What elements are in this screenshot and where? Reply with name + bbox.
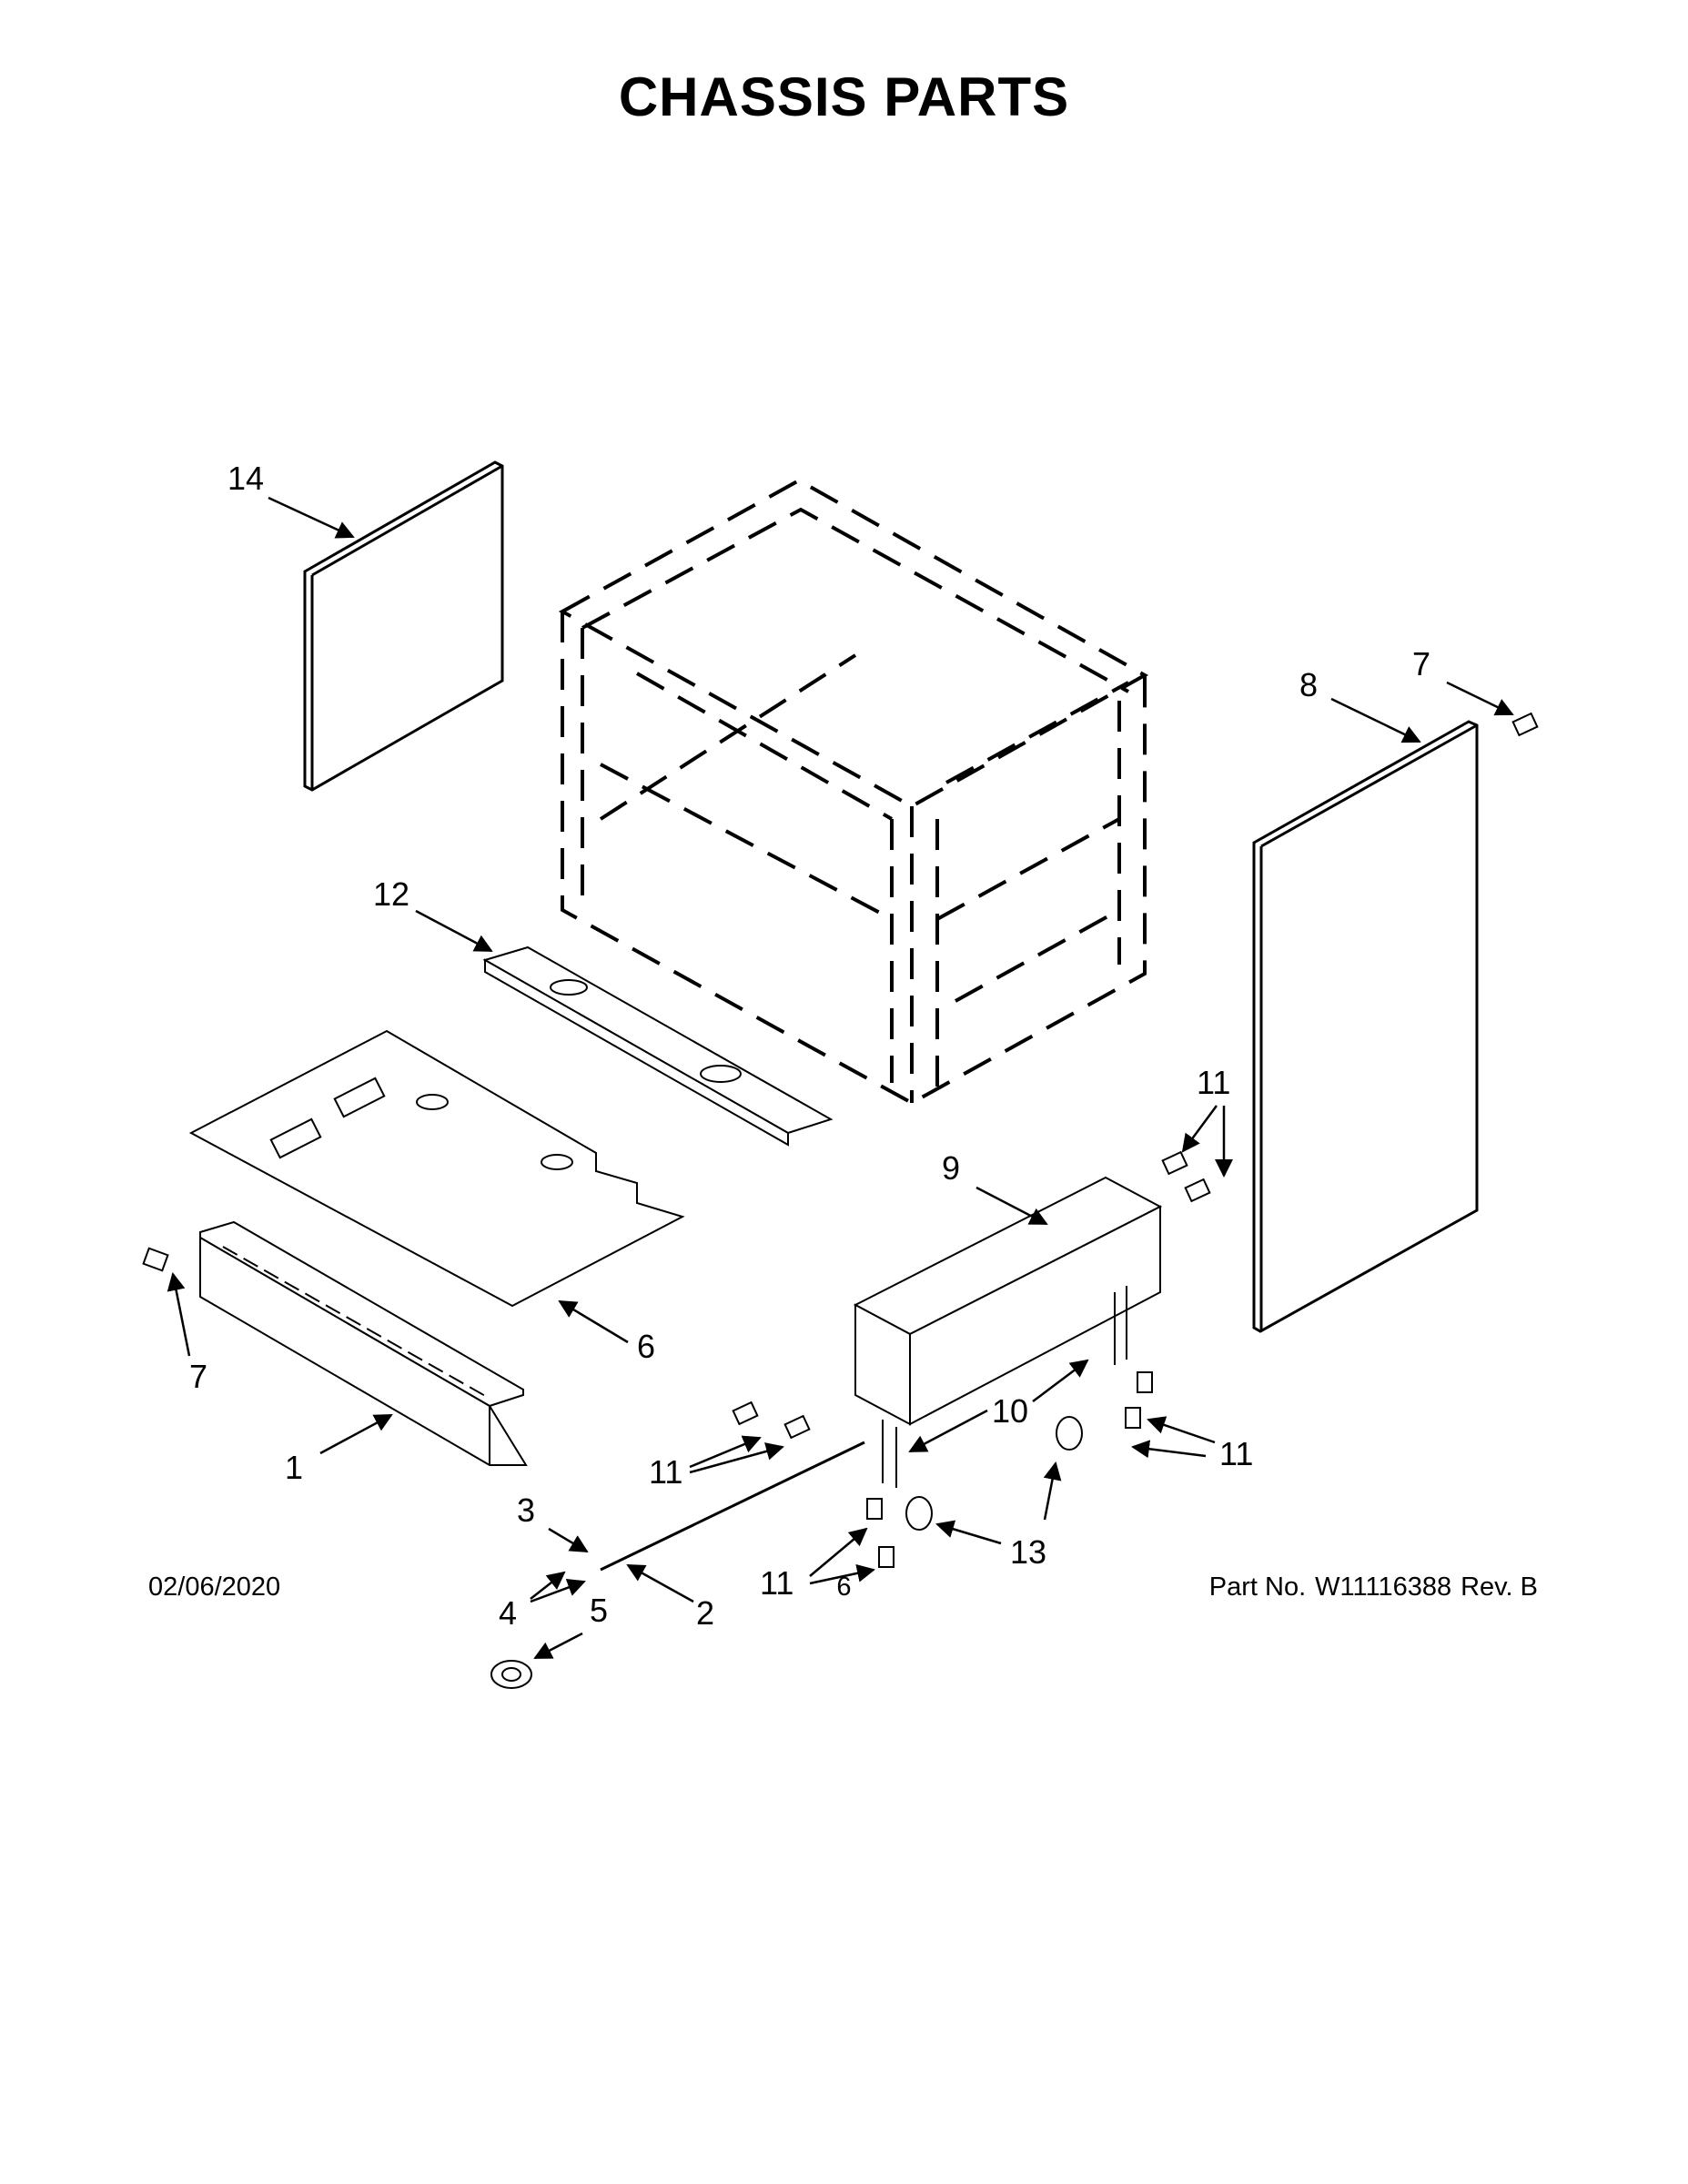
callout-13: 13 [1010, 1533, 1046, 1571]
callout-8: 8 [1299, 666, 1318, 703]
leveling-wheel-part-5 [490, 1660, 532, 1689]
bottom-plate-part-6 [188, 1029, 685, 1308]
callout-11-b: 11 [649, 1453, 682, 1491]
callout-11-a: 11 [1197, 1064, 1230, 1101]
callout-4: 4 [499, 1594, 517, 1632]
part-number-value: W11116388 [1315, 1572, 1452, 1602]
part-number-label: Part No. [1208, 1572, 1307, 1602]
oven-cavity-dashed-outline [558, 478, 1149, 1106]
screw-hardware [142, 712, 1539, 1568]
leveling-base-part-9 [853, 1176, 1163, 1488]
rod-part-2 [600, 1441, 865, 1572]
front-rail-part-12 [482, 945, 834, 1147]
footer-page-number: 6 [836, 1572, 852, 1602]
callout-12: 12 [373, 875, 409, 913]
callout-3: 3 [517, 1491, 535, 1529]
revision-label: Rev. B [1461, 1572, 1538, 1602]
footer-date: 02/06/2020 [148, 1572, 281, 1602]
callout-9: 9 [942, 1149, 960, 1187]
leveling-leg-part-13 [905, 1416, 1083, 1531]
footer-part-number: Part No. W11116388 Rev. B [1200, 1572, 1538, 1603]
callout-5: 5 [590, 1592, 608, 1629]
page-title: CHASSIS PARTS [618, 66, 1070, 127]
callout-7-left: 7 [189, 1358, 207, 1395]
callout-7-top: 7 [1412, 645, 1430, 682]
callout-10: 10 [992, 1392, 1028, 1430]
callout-1: 1 [285, 1449, 303, 1486]
callout-2: 2 [696, 1594, 714, 1632]
callout-14: 14 [227, 460, 264, 497]
callout-11-c: 11 [1219, 1435, 1253, 1472]
side-panel-left-part-14 [303, 460, 504, 792]
toe-kick-panel-part-1 [199, 1220, 528, 1466]
callout-6: 6 [637, 1328, 655, 1365]
callout-11-d: 11 [760, 1564, 793, 1602]
leader-arrows [167, 496, 1514, 1660]
side-panel-right-part-8 [1252, 720, 1479, 1333]
